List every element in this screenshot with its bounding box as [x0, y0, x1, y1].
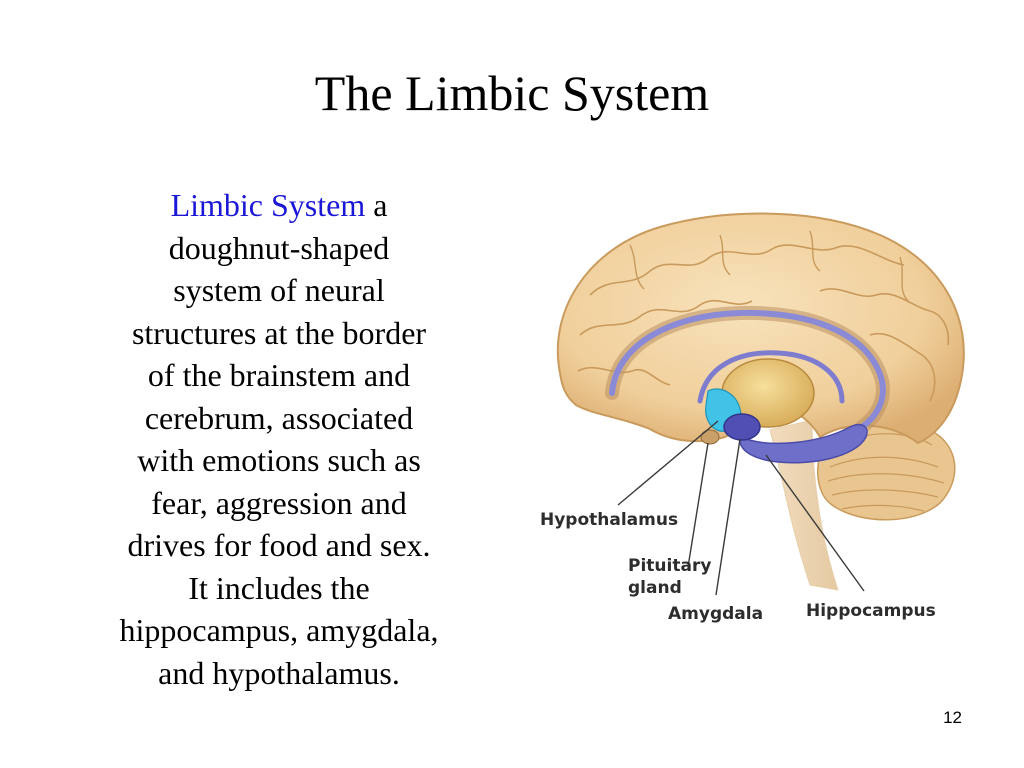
pituitary-label-line2: gland — [628, 578, 682, 598]
definition-text: structures at the border — [131, 314, 427, 351]
definition-text: system of neural — [173, 272, 385, 308]
definition-term: Limbic System — [170, 187, 366, 223]
pituitary-region — [700, 429, 720, 445]
definition-paragraph: Limbic System a doughnut-shaped system o… — [40, 184, 518, 694]
definition-text: a — [365, 187, 388, 223]
hypothalamus-label: Hypothalamus — [540, 510, 678, 530]
fornix — [697, 350, 845, 404]
callout-lines — [617, 420, 865, 596]
amygdala-label: Amygdala — [668, 604, 763, 624]
definition-text: cerebrum, associated — [144, 399, 414, 436]
hippocampus-leader — [765, 454, 865, 592]
definition-text: fear, aggression and — [151, 484, 407, 521]
hypothalamus-leader — [617, 420, 719, 506]
slide-title: The Limbic System — [314, 65, 710, 121]
amygdala-region — [723, 413, 761, 441]
definition-text: with emotions such as — [137, 442, 421, 478]
amygdala-leader — [715, 438, 741, 596]
definition-text: drives for food and sex. — [127, 527, 431, 563]
cingulate-arc — [605, 305, 890, 434]
definition-text: It includes the — [188, 569, 370, 606]
definition-text: and hypothalamus. — [158, 654, 400, 691]
definition-line: Limbic System a — [40, 184, 518, 227]
hippocampus-label: Hippocampus — [806, 601, 936, 621]
limbic-system-illustration: Hypothalamus Pituitary gland Amygdala Hi… — [540, 212, 965, 624]
definition-text: hippocampus, amygdala, — [119, 612, 439, 648]
page-number: 12 — [943, 708, 962, 727]
hippocampus-region — [739, 423, 868, 464]
pituitary-leader — [687, 442, 709, 568]
definition-text: of the brainstem and — [147, 357, 411, 393]
definition-text: doughnut-shaped — [168, 229, 390, 266]
cerebrum — [556, 212, 965, 445]
pituitary-label-line1: Pituitary — [628, 556, 711, 576]
